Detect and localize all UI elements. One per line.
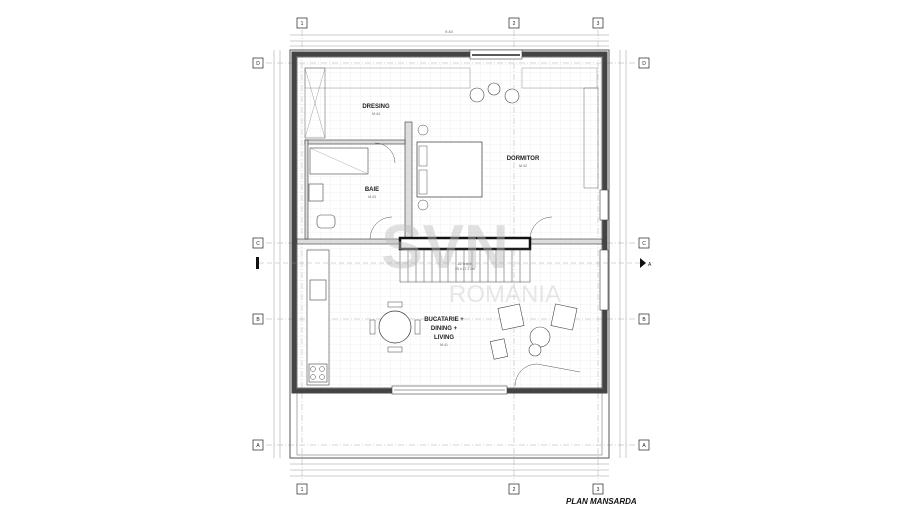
axis-2-top: 2	[513, 21, 516, 27]
nightstand-lamp	[417, 124, 429, 136]
outer-outline	[289, 49, 610, 459]
stairs-steps: 16 Trepte	[458, 262, 473, 266]
fridge	[309, 279, 327, 301]
interior-walls	[296, 121, 603, 245]
axis-d-right: D	[642, 61, 646, 67]
room-name-living-1: BUCATARIE +	[424, 317, 464, 323]
axis-3-bottom: 3	[597, 487, 600, 493]
watermark-logo: SVN ROMANIA	[381, 213, 561, 308]
armchair	[504, 88, 520, 104]
toilet	[316, 214, 336, 229]
sink	[308, 183, 324, 202]
bed	[416, 141, 483, 198]
floor-tiles	[297, 57, 602, 388]
bedroom-wardrobe	[583, 87, 599, 189]
svg-text:SVN: SVN	[381, 213, 508, 282]
overall-width-dimension: 9.40	[445, 29, 454, 34]
svg-text:ROMANIA: ROMANIA	[449, 281, 561, 308]
side-table	[487, 82, 501, 96]
cooktop	[308, 363, 328, 383]
dimension-lines	[273, 34, 627, 477]
living-furniture	[489, 303, 578, 360]
axis-a-right: A	[642, 443, 646, 449]
axis-markers: 1 2 3 1 2 3 D C B A D C B A	[252, 17, 650, 495]
stairs	[399, 248, 531, 283]
room-code-dormitor: M.42	[519, 164, 527, 168]
axis-c-right: C	[642, 241, 646, 247]
room-name-living-2: DINING +	[431, 326, 458, 332]
drawing-title: PLAN MANSARDA	[566, 497, 637, 506]
section-arrow-right	[640, 258, 646, 268]
room-name-living-3: LIVING	[434, 335, 454, 341]
section-mark-left	[256, 257, 259, 269]
axis-1-bottom: 1	[301, 487, 304, 493]
stairs-size: 25 x 17.2 cm	[455, 267, 475, 271]
dining-chairs	[369, 301, 421, 353]
axis-c-left: C	[256, 241, 260, 247]
axis-3-top: 3	[597, 21, 600, 27]
bathroom-door-swing	[374, 142, 396, 164]
axis-a-left: A	[256, 443, 260, 449]
axis-2-bottom: 2	[513, 487, 516, 493]
section-label: A	[648, 262, 652, 268]
room-name-dormitor: DORMITOR	[507, 156, 540, 162]
armchair	[469, 87, 485, 103]
terrace-door-swing	[514, 363, 581, 387]
room-code-baie: M.43	[368, 195, 376, 199]
room-code-living: M.41	[440, 343, 448, 347]
room-name-dresing: DRESING	[362, 104, 390, 110]
dormitor-door-swing	[529, 216, 553, 240]
room-name-baie: BAIE	[365, 187, 379, 193]
axis-b-left: B	[256, 317, 260, 323]
dining-table	[378, 310, 412, 344]
baie-door-swing	[369, 216, 393, 240]
window-right	[599, 189, 609, 221]
room-code-dresing: M.44	[372, 112, 380, 116]
terrace	[296, 392, 603, 456]
window-right-lower	[599, 249, 609, 311]
axis-b-right: B	[642, 317, 646, 323]
axis-1-top: 1	[301, 21, 304, 27]
axis-d-left: D	[256, 61, 260, 67]
